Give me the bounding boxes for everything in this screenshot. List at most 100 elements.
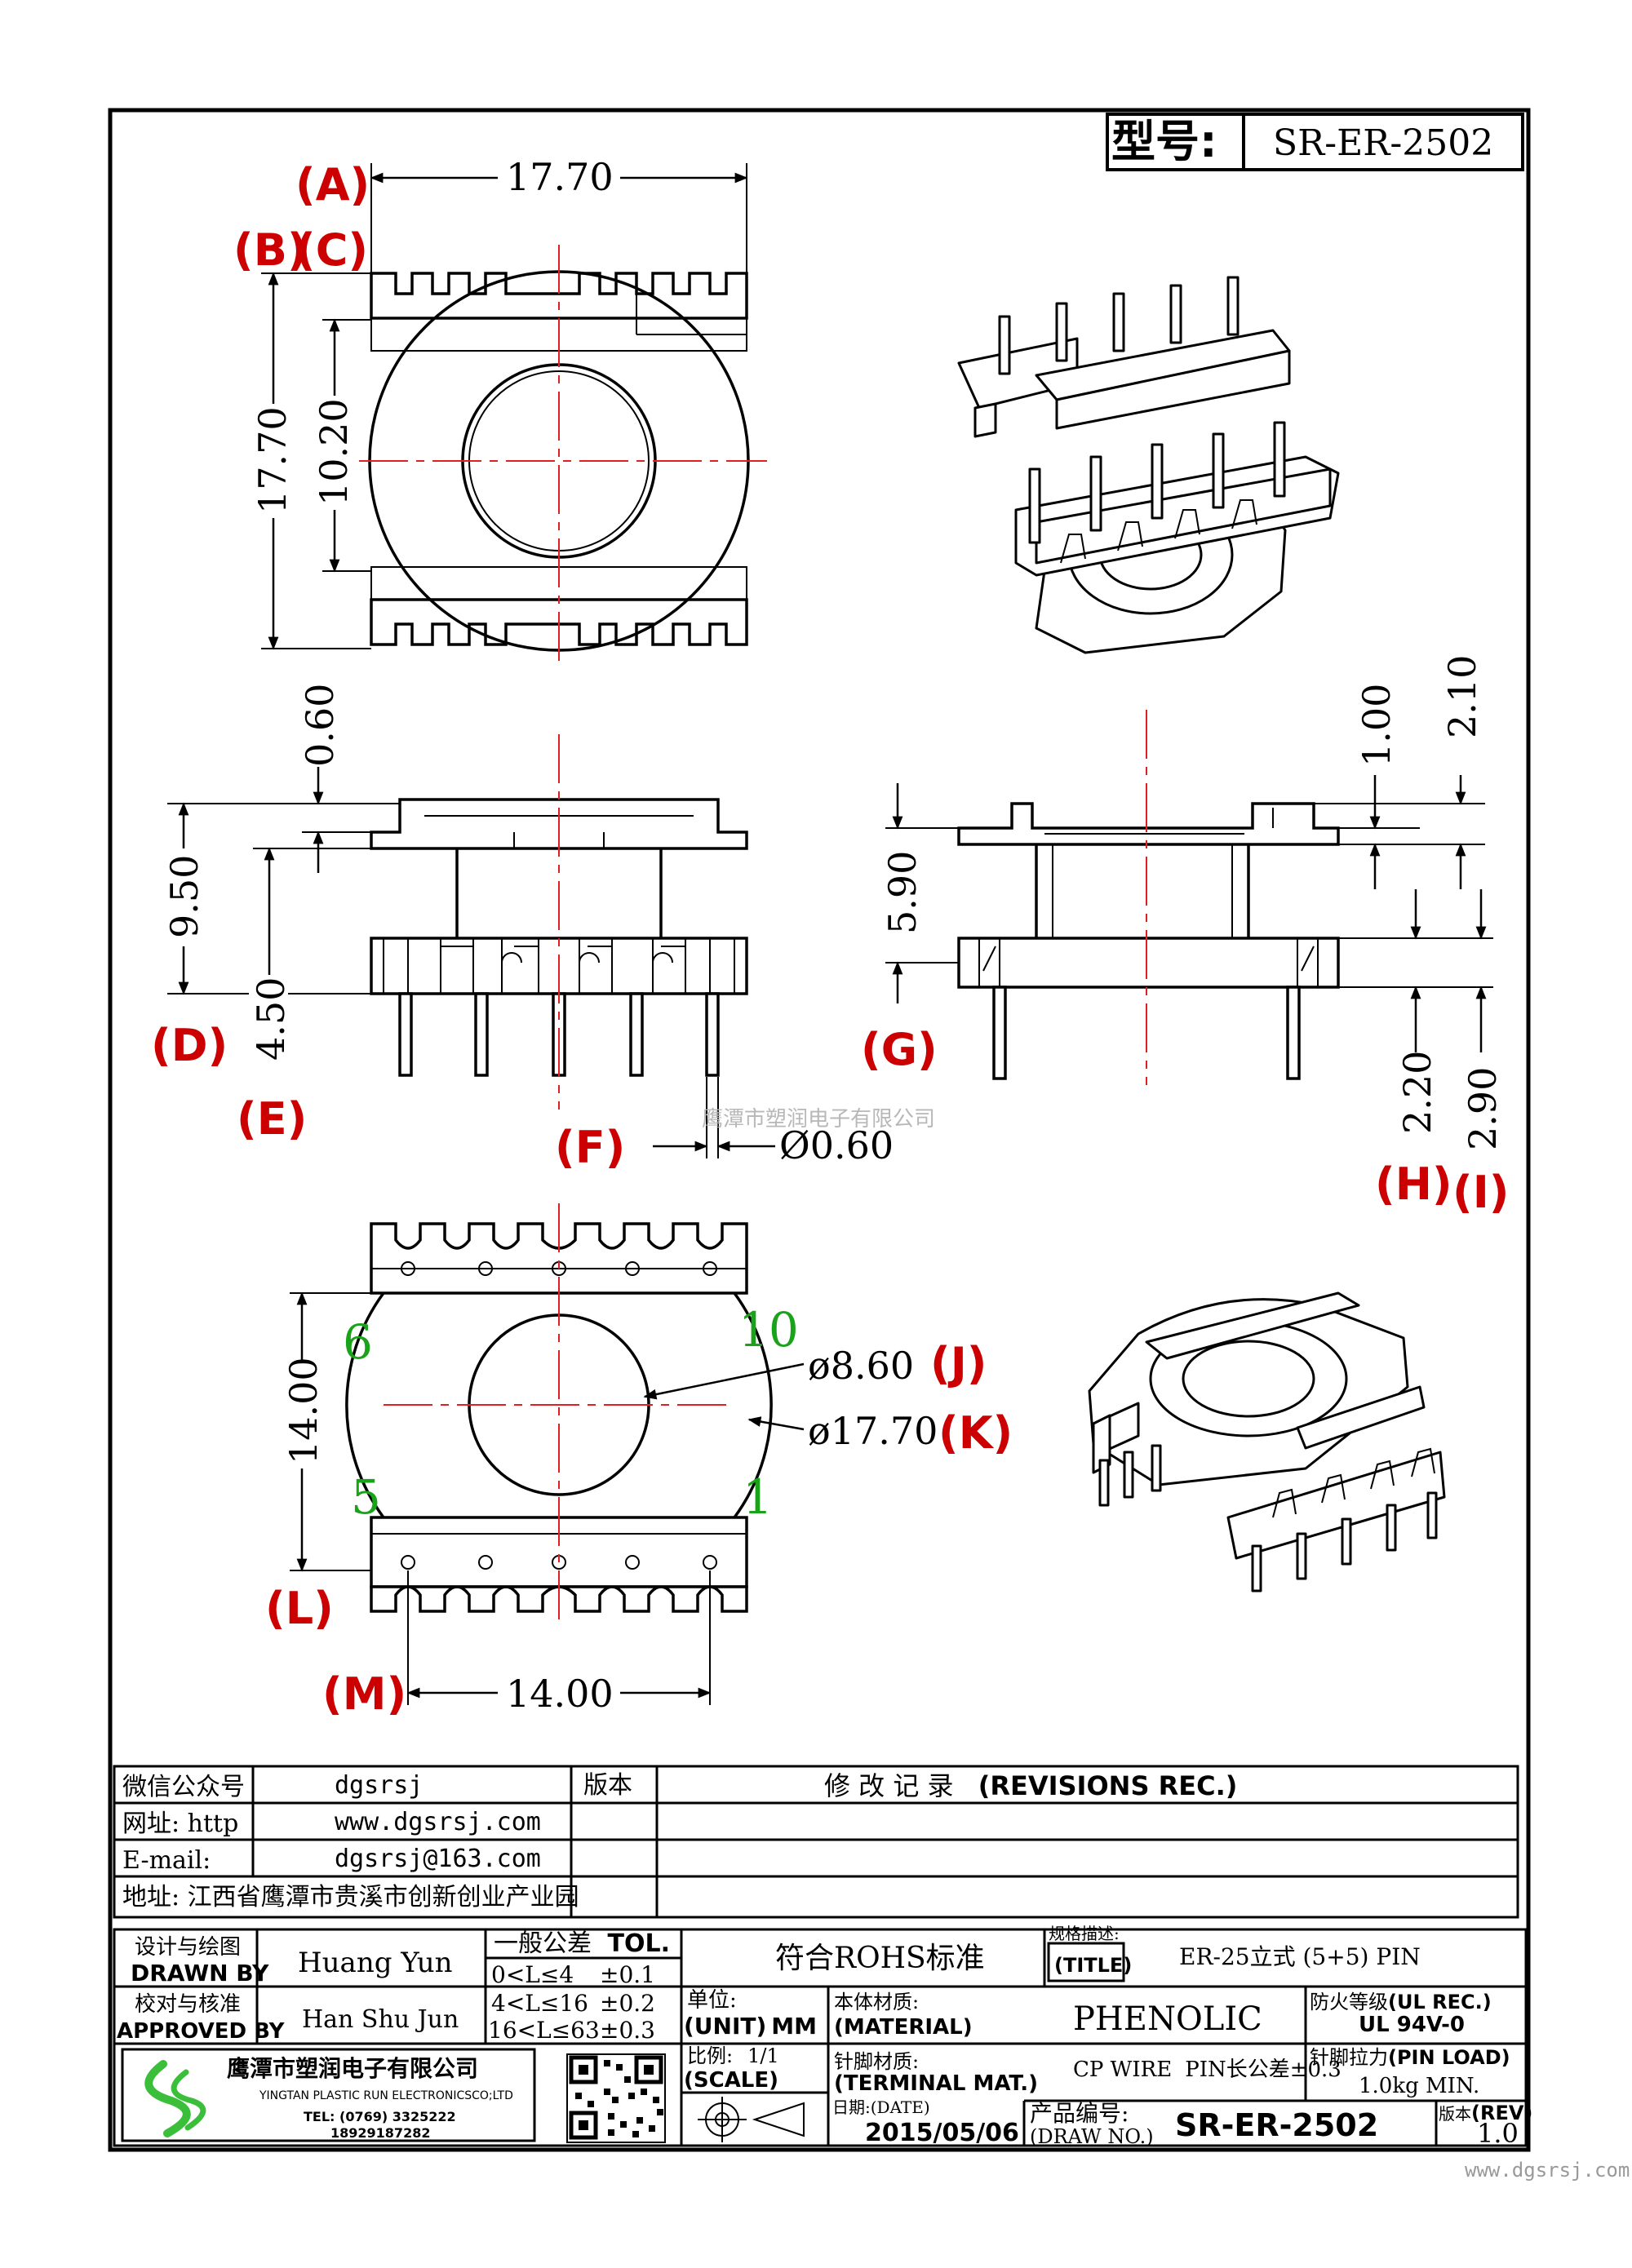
ul-cn: 防火等级(UL REC.) <box>1310 1991 1492 2013</box>
label-h: (H) <box>1375 1158 1452 1210</box>
dim-bottom-inner: ø8.60 <box>808 1344 914 1388</box>
drawn-en: DRAWN BY <box>131 1960 269 1987</box>
approved-en: APPROVED BY <box>117 2019 286 2044</box>
dim-bottom-outer: ø17.70 <box>808 1409 938 1453</box>
spec-cn: 规格描述: <box>1049 1924 1120 1943</box>
label-b: (B) <box>233 224 308 276</box>
info-label-0: 微信公众号 <box>122 1773 245 1801</box>
scale-en: (SCALE) <box>684 2068 778 2093</box>
company-en: YINGTAN PLASTIC RUN ELECTRONICSCO;LTD <box>259 2089 513 2102</box>
dim-right-height: 5.90 <box>880 851 925 934</box>
dim-right-t2: 2.10 <box>1440 655 1484 738</box>
dim-top-inner: 10.20 <box>312 398 356 506</box>
title-block: 设计与绘图 DRAWN BY Huang Yun 校对与核准 APPROVED … <box>113 1924 1532 2149</box>
dim-top-width: 17.70 <box>506 155 614 199</box>
label-m: (M) <box>322 1668 406 1720</box>
model-header: 型号: SR-ER-2502 <box>1106 113 1524 171</box>
model-value: SR-ER-2502 <box>1273 122 1493 164</box>
dim-bottom-height: 14.00 <box>282 1357 326 1464</box>
approved-cn: 校对与核准 <box>135 1992 241 2017</box>
dim-top-height: 17.70 <box>251 406 295 514</box>
tol-header: 一般公差 TOL. <box>494 1929 670 1958</box>
front-side-view: 0.60 9.50 4.50 Ø0.60 <box>162 684 894 1167</box>
model-label: 型号: <box>1111 116 1217 167</box>
label-d: (D) <box>151 1020 228 1071</box>
tol-range-2: 16<L≤63 <box>488 2017 600 2044</box>
material-value: PHENOLIC <box>1073 2000 1262 2038</box>
pinload-cn: 针脚拉力(PIN LOAD) <box>1310 2046 1510 2069</box>
projection-symbol-icon <box>698 2097 805 2142</box>
pin-6: 6 <box>343 1314 373 1370</box>
pin-10: 10 <box>738 1302 799 1358</box>
watermark: 鹰潭市塑润电子有限公司 <box>702 1107 935 1132</box>
company-cn: 鹰潭市塑润电子有限公司 <box>227 2055 478 2082</box>
ul-value: UL 94V-0 <box>1359 2013 1465 2037</box>
info-table: 微信公众号 dgsrsj 网址: http www.dgsrsj.com E-m… <box>113 1765 1519 1919</box>
info-value-1: www.dgsrsj.com <box>335 1808 541 1836</box>
approved-name: Han Shu Jun <box>302 2005 459 2034</box>
unit-en: (UNIT)MM <box>684 2013 817 2040</box>
company-logo-icon <box>144 2060 206 2137</box>
right-side-view: 5.90 1.00 2.10 2.20 2.90 <box>880 655 1505 1150</box>
revisions-header: 修 改 记 录 (REVISIONS REC.) <box>824 1770 1237 1801</box>
dim-side-height: 9.50 <box>162 855 206 938</box>
dim-side-flange: 0.60 <box>298 684 342 767</box>
drawno-value: SR-ER-2502 <box>1175 2107 1378 2143</box>
tol-value-1: ±0.2 <box>600 1990 655 2017</box>
dim-right-p2: 2.90 <box>1461 1067 1505 1150</box>
unit-cn: 单位: <box>687 1988 737 2013</box>
material-cn: 本体材质: <box>834 1991 919 2013</box>
drawing-frame <box>108 108 1531 2152</box>
version-header: 版本 <box>583 1771 632 1800</box>
company-mobile: 18929187282 <box>330 2125 430 2141</box>
tol-value-2: ±0.3 <box>600 2017 655 2044</box>
drawno-cn: 产品编号: <box>1030 2100 1129 2127</box>
info-address: 地址: 江西省鹰潭市贵溪市创新创业产业园 <box>122 1883 579 1911</box>
drawn-name: Huang Yun <box>298 1947 453 1979</box>
bottom-view: 14.00 ø8.60 ø17.70 14.00 <box>282 1203 938 1716</box>
info-label-1: 网址: http <box>122 1810 238 1838</box>
company-tel: TEL: (0769) 3325222 <box>304 2109 456 2124</box>
label-a: (A) <box>295 159 370 210</box>
dim-pin-dia: Ø0.60 <box>779 1123 894 1167</box>
label-c: (C) <box>295 224 368 276</box>
iso-view-bottom <box>1088 1291 1446 1592</box>
tol-value-0: ±0.1 <box>600 1961 655 1988</box>
drawno-en: (DRAW NO.) <box>1030 2125 1154 2148</box>
label-g: (G) <box>861 1024 938 1075</box>
spec-en: (TITLE) <box>1054 1954 1132 1977</box>
rev-value: 1.0 <box>1477 2118 1519 2149</box>
tol-range-1: 4<L≤16 <box>491 1990 588 2017</box>
date-value: 2015/05/06 <box>865 2119 1019 2147</box>
date-cn: 日期:(DATE) <box>832 2097 930 2117</box>
terminal-cn: 针脚材质: <box>834 2050 919 2073</box>
pinload-value: 1.0kg MIN. <box>1359 2074 1479 2098</box>
dim-side-pin: 4.50 <box>249 977 293 1061</box>
label-e: (E) <box>237 1093 307 1145</box>
tol-range-0: 0<L≤4 <box>491 1961 574 1988</box>
iso-view-top <box>957 276 1340 654</box>
spec-value: ER-25立式 (5+5) PIN <box>1179 1943 1421 1970</box>
drawn-cn: 设计与绘图 <box>135 1935 241 1960</box>
label-l: (L) <box>265 1583 334 1634</box>
pin-1: 1 <box>743 1469 773 1525</box>
dim-bottom-pitch: 14.00 <box>506 1672 614 1716</box>
scale-cn: 比例:1/1 <box>687 2044 779 2067</box>
info-value-0: dgsrsj <box>335 1771 423 1800</box>
label-k: (K) <box>938 1407 1013 1459</box>
terminal-en: (TERMINAL MAT.) <box>834 2071 1038 2096</box>
qr-code-icon <box>566 2053 666 2143</box>
label-j: (J) <box>930 1338 987 1389</box>
footer-url: www.dgsrsj.com <box>1465 2159 1630 2182</box>
info-label-2: E-mail: <box>122 1846 211 1875</box>
rev-label: 版本(REV) <box>1439 2102 1532 2124</box>
label-i: (I) <box>1452 1167 1509 1218</box>
rohs-note: 符合ROHS标准 <box>775 1942 985 1975</box>
label-f: (F) <box>555 1122 625 1173</box>
top-view: 17.70 17.70 10.20 <box>251 155 767 669</box>
dim-right-t1: 1.00 <box>1355 684 1399 767</box>
dim-right-p1: 2.20 <box>1395 1051 1439 1134</box>
material-en: (MATERIAL) <box>834 2015 973 2040</box>
